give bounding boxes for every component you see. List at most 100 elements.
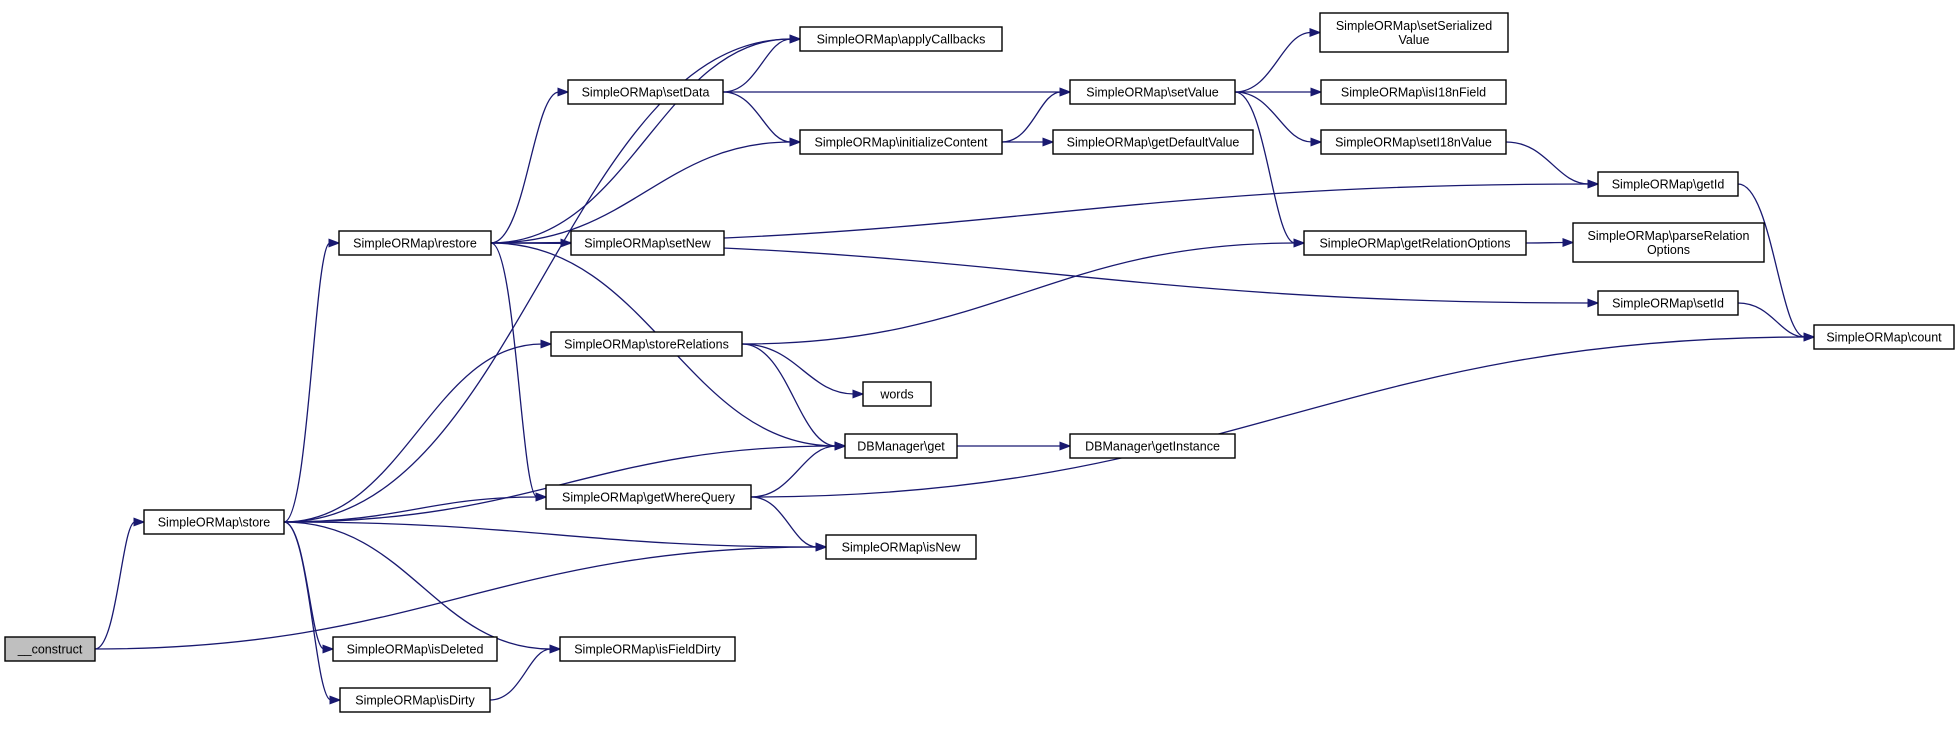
edge-arrowhead (322, 644, 335, 654)
node-box (143, 509, 285, 535)
edge-store-to-restore (283, 238, 341, 523)
node-initializeContent[interactable]: SimpleORMap\initializeContent (799, 129, 1003, 155)
node-isFieldDirty[interactable]: SimpleORMap\isFieldDirty (559, 636, 736, 662)
node-box (570, 230, 725, 256)
node-label: SimpleORMap\count (1826, 331, 1942, 345)
node-label: SimpleORMap\isDirty (355, 694, 475, 708)
edge-line (741, 343, 837, 447)
edge-arrowhead (1803, 332, 1816, 342)
node-label: SimpleORMap\applyCallbacks (817, 33, 986, 47)
edge-arrowhead (1059, 87, 1072, 97)
edge-line (750, 336, 1806, 498)
edge-arrowhead (549, 644, 562, 654)
edge-arrowhead (535, 492, 548, 502)
node-getDefaultValue[interactable]: SimpleORMap\getDefaultValue (1052, 129, 1254, 155)
edge-arrowhead (789, 137, 802, 147)
node-label: SimpleORMap\isI18nField (1341, 86, 1486, 100)
node-box (567, 79, 724, 105)
node-setData[interactable]: SimpleORMap\setData (567, 79, 724, 105)
edge-arrowhead (1587, 298, 1600, 308)
node-label: SimpleORMap\isFieldDirty (574, 643, 721, 657)
edge-line (1234, 31, 1312, 93)
node-label: SimpleORMap\isDeleted (347, 643, 484, 657)
edge-restore-to-applyCallbacks (490, 34, 802, 244)
edge-setData-to-applyCallbacks (722, 34, 802, 93)
node-box (1597, 171, 1739, 197)
node-storeRelations[interactable]: SimpleORMap\storeRelations (550, 331, 743, 357)
edge-setValue-to-getRelationOptions (1234, 91, 1306, 248)
edge-setData-to-setValue (723, 87, 1072, 97)
edge-storeRelations-to-dbGet (741, 343, 847, 451)
node-label: DBManager\getInstance (1085, 440, 1220, 454)
node-getInstance[interactable]: DBManager\getInstance (1069, 433, 1236, 459)
edge-storeRelations-to-getRelationOptions (741, 238, 1306, 345)
edge-line (1737, 183, 1806, 338)
node-box (799, 26, 1003, 52)
edge-arrowhead (1309, 27, 1322, 38)
edge-setData-to-initializeContent (722, 91, 802, 147)
edge-arrowhead (328, 238, 341, 248)
node-isI18nField[interactable]: SimpleORMap\isI18nField (1320, 79, 1507, 105)
node-label: SimpleORMap\getRelationOptions (1319, 237, 1510, 251)
edge-store-to-applyCallbacks (283, 34, 802, 523)
node-applyCallbacks[interactable]: SimpleORMap\applyCallbacks (799, 26, 1003, 52)
node-isNew[interactable]: SimpleORMap\isNew (825, 534, 977, 560)
edge-store-to-isDeleted (283, 521, 335, 654)
node-label: SimpleORMap\setI18nValue (1335, 136, 1492, 150)
node-getWhereQuery[interactable]: SimpleORMap\getWhereQuery (545, 484, 752, 510)
edge-restore-to-getWhereQuery (490, 242, 548, 502)
node-box (799, 129, 1003, 155)
node-box (1320, 79, 1507, 105)
node-store[interactable]: SimpleORMap\store (143, 509, 285, 535)
edge-line (283, 445, 837, 523)
edge-line (741, 242, 1296, 345)
edge-arrowhead (540, 339, 553, 349)
edge-arrowhead (1587, 179, 1600, 189)
node-dbGet[interactable]: DBManager\get (844, 433, 958, 459)
node-setI18nValue[interactable]: SimpleORMap\setI18nValue (1320, 129, 1507, 155)
node-setId[interactable]: SimpleORMap\setId (1597, 290, 1739, 316)
edge-line (94, 546, 818, 650)
edge-line (750, 445, 837, 498)
edge-dbGet-to-getInstance (956, 441, 1072, 451)
edge-setI18nValue-to-getId (1505, 141, 1600, 189)
edge-line (1234, 91, 1296, 244)
node-box (1069, 433, 1236, 459)
node-box (825, 534, 977, 560)
edge-arrowhead (1310, 137, 1323, 147)
node-box (1319, 12, 1509, 53)
node-box (862, 381, 932, 407)
node-isDeleted[interactable]: SimpleORMap\isDeleted (332, 636, 498, 662)
node-construct[interactable]: __construct (4, 636, 96, 662)
node-label: SimpleORMap\setId (1612, 297, 1724, 311)
edge-line (489, 648, 552, 701)
node-getRelationOptions[interactable]: SimpleORMap\getRelationOptions (1303, 230, 1527, 256)
edge-line (490, 141, 792, 244)
edge-line (1234, 91, 1313, 143)
edge-line (283, 496, 538, 523)
edge-line (722, 91, 792, 143)
node-label: Options (1647, 243, 1690, 257)
edge-storeRelations-to-words (741, 343, 865, 399)
node-box (1069, 79, 1236, 105)
edge-arrowhead (1042, 137, 1055, 147)
node-words[interactable]: words (862, 381, 932, 407)
node-box (1052, 129, 1254, 155)
edge-setValue-to-setI18nValue (1234, 91, 1323, 147)
edge-arrowhead (329, 695, 342, 705)
node-restore[interactable]: SimpleORMap\restore (338, 230, 492, 256)
node-label: SimpleORMap\getId (1612, 178, 1725, 192)
edge-setValue-to-isI18nField (1235, 87, 1323, 97)
edge-line (1525, 241, 1565, 244)
edge-line (283, 521, 552, 650)
node-getId[interactable]: SimpleORMap\getId (1597, 171, 1739, 197)
node-setNew[interactable]: SimpleORMap\setNew (570, 230, 725, 256)
node-box (1303, 230, 1527, 256)
node-label: SimpleORMap\setSerialized (1336, 19, 1492, 33)
node-isDirty[interactable]: SimpleORMap\isDirty (339, 687, 491, 713)
node-setValue[interactable]: SimpleORMap\setValue (1069, 79, 1236, 105)
node-count[interactable]: SimpleORMap\count (1813, 324, 1955, 350)
edge-layer (94, 27, 1816, 705)
